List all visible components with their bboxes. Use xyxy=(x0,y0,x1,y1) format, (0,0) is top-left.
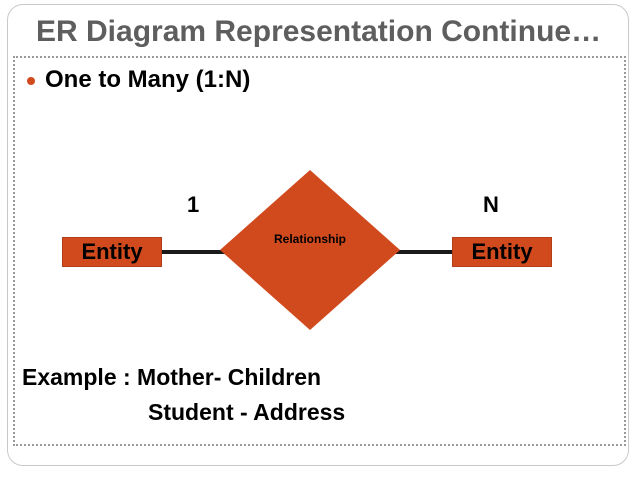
slide-body: One to Many (1:N) 1 N Entity Entity Rela… xyxy=(13,56,626,446)
bullet-list-item: One to Many (1:N) xyxy=(23,64,583,98)
example-block: Example : Mother- Children Student - Add… xyxy=(22,360,582,430)
bullet-dot-icon xyxy=(27,77,35,85)
relationship-diamond: Relationship xyxy=(220,170,400,330)
title-band: ER Diagram Representation Continue… xyxy=(8,5,628,59)
bullet-item-label: One to Many (1:N) xyxy=(45,66,251,93)
er-diagram: 1 N Entity Entity Relationship xyxy=(15,58,624,444)
connector-line-left xyxy=(162,250,230,254)
page-title: ER Diagram Representation Continue… xyxy=(36,15,602,48)
entity-box-left: Entity xyxy=(62,237,162,267)
relationship-label: Relationship xyxy=(273,232,346,246)
example-line-1: Example : Mother- Children xyxy=(22,364,322,390)
cardinality-label-left: 1 xyxy=(187,192,200,217)
cardinality-label-right: N xyxy=(483,192,499,217)
entity-box-right: Entity xyxy=(452,237,552,267)
connector-line-right xyxy=(384,250,452,254)
diamond-shape-icon xyxy=(220,170,400,330)
example-line-2: Student - Address xyxy=(148,399,346,425)
